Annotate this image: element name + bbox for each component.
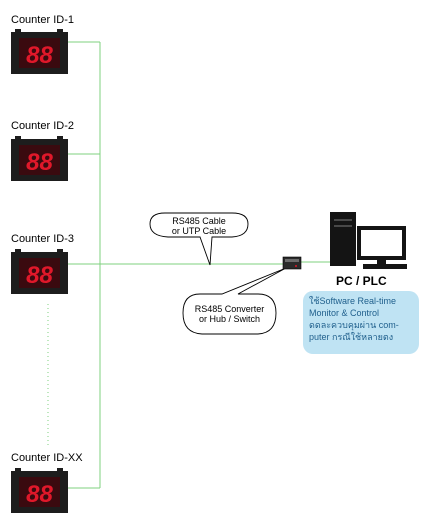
counter-digits: 88	[26, 149, 53, 176]
converter-callout-text: RS485 Converter or Hub / Switch	[183, 304, 276, 324]
counter-display	[19, 38, 60, 68]
counter-device-1: 88	[11, 29, 68, 74]
pc-label: PC / PLC	[336, 274, 387, 288]
counter-label-1: Counter ID-1	[11, 14, 74, 26]
converter-callout-line-1: RS485 Converter	[194, 304, 265, 314]
pc-screen	[361, 230, 402, 256]
note-line-4: puter กรณีใช้หลายตง	[309, 332, 394, 342]
counter-device-3: 88	[11, 249, 68, 294]
pc-keyboard	[363, 264, 407, 269]
converter-icon	[282, 256, 302, 270]
cable-callout-bubble	[149, 212, 249, 266]
counter-display	[19, 145, 60, 175]
counter-digits: 88	[26, 42, 53, 69]
note-line-1: ใช้Software Real-time	[309, 296, 397, 306]
counter-terminal	[15, 468, 21, 473]
counter-label-2: Counter ID-2	[11, 120, 74, 132]
cable-callout-line-2: or UTP Cable	[171, 226, 227, 236]
note-line-2: Monitor & Control	[309, 308, 380, 318]
counter-label-xx: Counter ID-XX	[11, 452, 83, 464]
pc-tower	[330, 212, 356, 266]
counter-terminal	[57, 29, 63, 34]
counter-display	[19, 477, 60, 507]
counter-terminal	[57, 249, 63, 254]
counter-terminal	[57, 468, 63, 473]
counter-terminal	[15, 29, 21, 34]
converter-callout-bubble	[182, 267, 287, 335]
note-line-3: ดดละควบคุมผ่าน com-	[309, 320, 399, 330]
counter-label-3: Counter ID-3	[11, 233, 74, 245]
wiring	[47, 41, 330, 489]
converter-callout-line-2: or Hub / Switch	[198, 314, 261, 324]
counter-device-xx: 88	[11, 468, 68, 513]
counter-terminal	[15, 136, 21, 141]
counter-digits: 88	[26, 262, 53, 289]
cable-callout-text: RS485 Cable or UTP Cable	[150, 216, 248, 236]
counter-terminal	[57, 136, 63, 141]
pc-icon	[330, 212, 407, 269]
cable-callout-line-1: RS485 Cable	[172, 216, 226, 226]
counter-display	[19, 258, 60, 288]
counter-terminal	[15, 249, 21, 254]
counter-device-2: 88	[11, 136, 68, 181]
software-note: ใช้Software Real-time Monitor & Control …	[303, 291, 419, 354]
counter-digits: 88	[26, 481, 53, 508]
